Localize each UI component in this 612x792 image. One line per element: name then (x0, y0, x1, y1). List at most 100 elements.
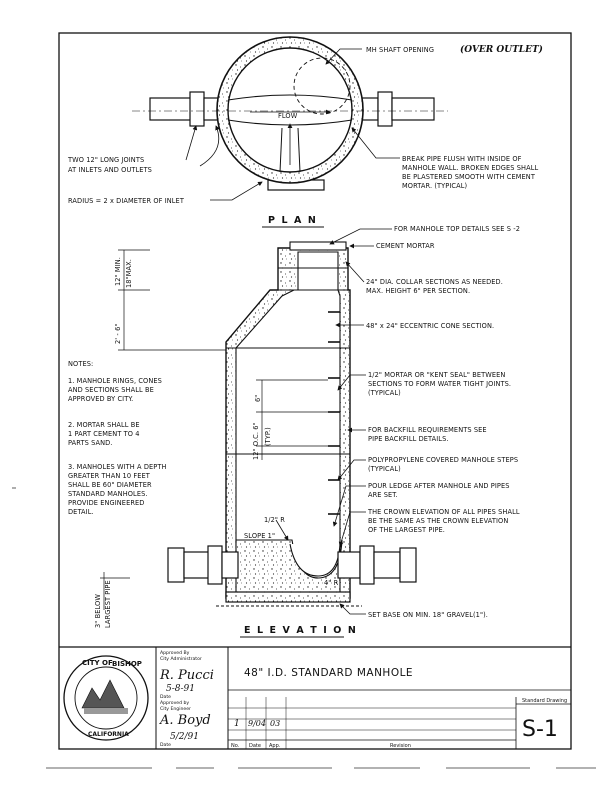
plan-view: FLOW MH SHAFT OPENING (OVER OUTLET) TWO … (67, 36, 543, 228)
callout-collar-2: MAX. HEIGHT 6" PER SECTION. (366, 287, 470, 295)
plan-joints-line-1: TWO 12" LONG JOINTS (67, 156, 144, 164)
column-revision: Revision (390, 743, 411, 749)
sheet-border (58, 32, 572, 750)
dim-18-max: 18"MAX. (125, 259, 133, 288)
seal-name-text: BISHOP (112, 660, 142, 668)
callout-backfill-1: FOR BACKFILL REQUIREMENTS SEE (368, 426, 487, 434)
dim-6: 6" (254, 395, 262, 402)
dim-typ: (TYP.) (264, 427, 272, 446)
revision-approval: 03 (270, 719, 280, 728)
elevation-right-pipe (337, 545, 417, 585)
plan-break-line-3: BE PLASTERED SMOOTH WITH CEMENT (402, 173, 536, 181)
signature-1: R. Pucci (159, 668, 214, 683)
notes-heading: NOTES: (68, 360, 93, 368)
elevation-title: E L E V A T I O N (244, 625, 357, 636)
dim-slope: SLOPE 1" (244, 532, 275, 540)
plan-shaft-opening (293, 57, 351, 115)
column-date: Date (249, 743, 261, 749)
leader-radius (210, 181, 263, 201)
leader-joints-1 (185, 125, 198, 161)
column-no: No. (231, 743, 240, 749)
leader-joints-2 (199, 125, 220, 167)
plan-bottom-channel (279, 127, 301, 173)
signature-2: A. Boyd (159, 713, 211, 728)
approved-eng-line-2: City Engineer (160, 706, 191, 712)
callout-ledge-1: POUR LEDGE AFTER MANHOLE AND PIPES (368, 482, 510, 490)
plan-break-line-4: MORTAR. (TYPICAL) (402, 182, 467, 190)
note-2-line-3: PARTS SAND. (68, 439, 113, 447)
callout-base: SET BASE ON MIN. 18" GRAVEL(1"). (368, 611, 488, 619)
dim-half-r: 1/2" R (264, 516, 285, 524)
callout-steps-2: (TYPICAL) (368, 465, 401, 473)
date-label-2: Date (160, 742, 171, 748)
plan-radius-label: RADIUS = 2 x DIAMETER OF INLET (68, 197, 185, 205)
dim-below-2: LARGEST PIPE (104, 580, 112, 628)
plan-break-line-1: BREAK PIPE FLUSH WITH INSIDE OF (402, 155, 522, 163)
dim-below-1: 3" BELOW (94, 594, 102, 628)
seal-top-text: CITY OF (82, 659, 113, 667)
plan-joints-line-2: AT INLETS AND OUTLETS (68, 166, 152, 174)
callout-seal-2: SECTIONS TO FORM WATER TIGHT JOINTS. (368, 380, 511, 388)
note-1-line-3: APPROVED BY CITY. (68, 395, 133, 403)
elevation-leaders (275, 228, 392, 615)
note-1-line-2: AND SECTIONS SHALL BE (68, 386, 154, 394)
callout-crown-3: OF THE LARGEST PIPE. (368, 526, 445, 534)
revision-grid-lines (228, 697, 516, 749)
date-label-1: Date (160, 694, 171, 700)
callout-collar-1: 24" DIA. COLLAR SECTIONS AS NEEDED. (366, 278, 503, 286)
notes-block: NOTES: 1. MANHOLE RINGS, CONES AND SECTI… (68, 360, 167, 516)
drawing-title: 48" I.D. STANDARD MANHOLE (244, 667, 413, 679)
dim-12-oc: 12" O.C. 6" (252, 422, 260, 460)
note-2-line-2: 1 PART CEMENT TO 4 (68, 430, 140, 438)
revision-date: 9/04 (248, 719, 266, 728)
revision-number: 1 (234, 719, 240, 729)
dim-four-r: 4" R (324, 579, 339, 587)
note-3-line-5: PROVIDE ENGINEERED (68, 499, 144, 507)
column-app: App. (269, 743, 281, 749)
elevation-top-frame (289, 241, 347, 251)
callout-ledge-2: ARE SET. (368, 491, 398, 499)
note-3-line-2: GREATER THAN 10 FEET (68, 472, 151, 480)
callout-crown-2: BE THE SAME AS THE CROWN ELEVATION (368, 517, 508, 525)
note-3-line-3: SHALL BE 60" DIAMETER (68, 481, 152, 489)
plan-manhole-inner-wall (227, 47, 353, 173)
signature-date-1: 5-8-91 (166, 684, 195, 694)
scan-artifacts (12, 487, 596, 769)
signature-date-2: 5/2/91 (170, 732, 199, 742)
elevation-left-dimensions (100, 249, 328, 610)
leader-break-pipe (351, 127, 400, 159)
plan-mh-shaft-hand: (OVER OUTLET) (460, 44, 543, 55)
note-3-line-1: 3. MANHOLES WITH A DEPTH (68, 463, 167, 471)
callout-mortar: CEMENT MORTAR (376, 242, 435, 250)
note-2-line-1: 2. MORTAR SHALL BE (68, 421, 140, 429)
callout-backfill-2: PIPE BACKFILL DETAILS. (368, 435, 449, 443)
callout-crown-1: THE CROWN ELEVATION OF ALL PIPES SHALL (367, 508, 520, 516)
approved-admin-line-1: Approved By (160, 650, 190, 656)
city-seal (63, 655, 149, 741)
approved-eng-line-1: Approved by (160, 700, 189, 706)
elevation-base-slab (225, 591, 351, 603)
plan-title: P L A N (268, 215, 317, 226)
sheet-number: S-1 (522, 717, 558, 742)
callout-steps-1: POLYPROPYLENE COVERED MANHOLE STEPS (368, 456, 518, 464)
callout-seal-3: (TYPICAL) (368, 389, 401, 397)
callout-cone: 48" x 24" ECCENTRIC CONE SECTION. (366, 322, 494, 330)
elevation-channel-invert (289, 543, 341, 577)
elevation-left-pipe (167, 545, 239, 585)
elevation-view: 12" MIN. 18"MAX. 2' - 6" 6" 12" O.C. 6" … (94, 225, 520, 638)
note-3-line-4: STANDARD MANHOLES. (68, 490, 148, 498)
callout-top-details: FOR MANHOLE TOP DETAILS SEE S -2 (394, 225, 520, 233)
note-1-line-1: 1. MANHOLE RINGS, CONES (68, 377, 162, 385)
plan-break-line-2: MANHOLE WALL. BROKEN EDGES SHALL (402, 164, 538, 172)
callout-seal-1: 1/2" MORTAR OR "KENT SEAL" BETWEEN (368, 371, 505, 379)
elevation-section-joints (226, 267, 350, 455)
dim-12-min: 12" MIN. (114, 257, 122, 286)
elevation-interior (235, 251, 341, 549)
note-3-line-6: DETAIL. (68, 508, 94, 516)
leader-mh-shaft (325, 48, 362, 65)
seal-bottom-text: CALIFORNIA (88, 731, 129, 738)
plan-mh-shaft-label: MH SHAFT OPENING (366, 46, 434, 54)
plan-flow-label: FLOW (278, 112, 298, 120)
approved-admin-line-2: City Administrator (160, 656, 202, 662)
